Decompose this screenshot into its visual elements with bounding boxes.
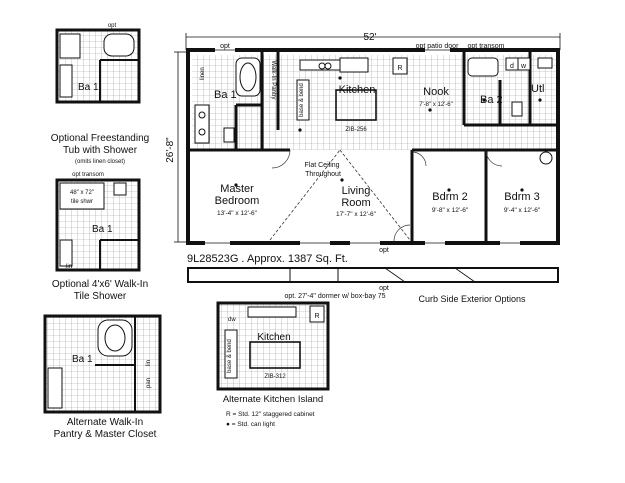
opt-front-label: opt <box>379 247 389 254</box>
kitchen-label: Kitchen <box>339 84 376 96</box>
option-kitchen-island <box>216 301 330 391</box>
can-lights <box>234 76 542 192</box>
interior-walls <box>190 52 556 241</box>
living-size: 17'-7" x 12'-6" <box>336 211 377 218</box>
depth-label: 26'-8" <box>165 137 176 163</box>
model-line: 9L28523G . Approx. 1387 Sq. Ft. <box>187 253 348 265</box>
nook-tile-floor <box>412 55 464 150</box>
legend-r: R = Std. 12" staggered cabinet <box>226 411 315 418</box>
main-floor-plan <box>174 33 561 283</box>
shower-bath-label: Ba 1 <box>92 224 113 235</box>
dryer-label: d <box>510 63 514 70</box>
linen-label: linen <box>200 67 206 80</box>
bdrm3-size: 9'-4" x 12'-6" <box>504 207 541 214</box>
curb-side-exterior <box>187 267 559 283</box>
shower-opt-transom: opt transom <box>72 172 104 178</box>
utility-label: Utl <box>531 83 544 95</box>
island-kitchen-label: Kitchen <box>257 332 290 343</box>
island-code-alt: ZIB-312 <box>264 374 286 380</box>
bath1-fixtures <box>194 57 261 144</box>
bath1-label: Ba 1 <box>214 89 237 101</box>
flat-ceiling-label: Flat Ceiling Throughout <box>305 162 342 178</box>
dormer-note: opt. 27'-4" dormer w/ box-bay 75 <box>284 293 385 300</box>
tub-opt: opt <box>108 23 117 29</box>
nook-size: 7'-8" x 12'-6" <box>419 102 453 108</box>
option-freestanding-tub <box>55 28 141 104</box>
pantry-pan: pan <box>146 378 152 388</box>
base-bend-label: base & bend <box>299 83 305 117</box>
door-swings <box>271 149 503 242</box>
shower-lin: lin <box>66 264 72 270</box>
width-dimension <box>185 33 561 50</box>
flat-ceiling-line1: Flat Ceiling <box>305 162 340 169</box>
option-walk-in-shower <box>55 178 141 272</box>
opt-transom: opt transom <box>468 43 505 50</box>
window-sills <box>205 49 520 244</box>
pantry-lin: lin <box>146 360 152 366</box>
bath2-utility-fixtures <box>467 57 553 165</box>
bdrm2-size: 9'-8" x 12'-6" <box>432 207 469 214</box>
island-dw: dw <box>228 317 236 323</box>
island-caption: Alternate Kitchen Island <box>223 394 323 405</box>
master-size: 13'-4" x 12'-6" <box>217 210 258 217</box>
legend-dot: ● = Std. can light <box>226 421 275 428</box>
curb-side-label: Curb Side Exterior Options <box>418 294 526 304</box>
opt-top-left: opt <box>220 43 230 50</box>
pantry-bath-label: Ba 1 <box>72 354 93 365</box>
depth-dimension <box>174 51 186 243</box>
kitchen-fixtures <box>296 57 408 121</box>
bdrm2-label: Bdrm 2 <box>432 191 467 203</box>
island-base-bend: base & bend <box>227 339 233 373</box>
tub-bath-label: Ba 1 <box>78 82 99 93</box>
fridge-label: R <box>397 65 402 72</box>
width-label: 52' <box>363 32 376 43</box>
island-fridge: R <box>314 313 319 320</box>
nook-label: Nook <box>423 86 449 98</box>
bdrm3-label: Bdrm 3 <box>504 191 539 203</box>
bath2-label: Ba 2 <box>480 94 503 106</box>
washer-label: w <box>520 63 527 70</box>
tub-subcaption: (omits linen closet) <box>75 159 125 165</box>
shower-size: 48" x 72" <box>70 190 94 196</box>
option-pantry-closet <box>43 314 162 414</box>
pantry-label: Walk-In Pantry <box>270 60 276 99</box>
island-code: ZIB-256 <box>345 127 367 133</box>
shower-tile: tile shwr <box>71 199 93 205</box>
opt-patio-door: opt patio door <box>416 43 459 50</box>
opt-front2-label: opt <box>379 285 389 292</box>
ceiling-vault-lines <box>269 149 411 241</box>
flat-ceiling-line2: Throughout <box>305 171 341 178</box>
